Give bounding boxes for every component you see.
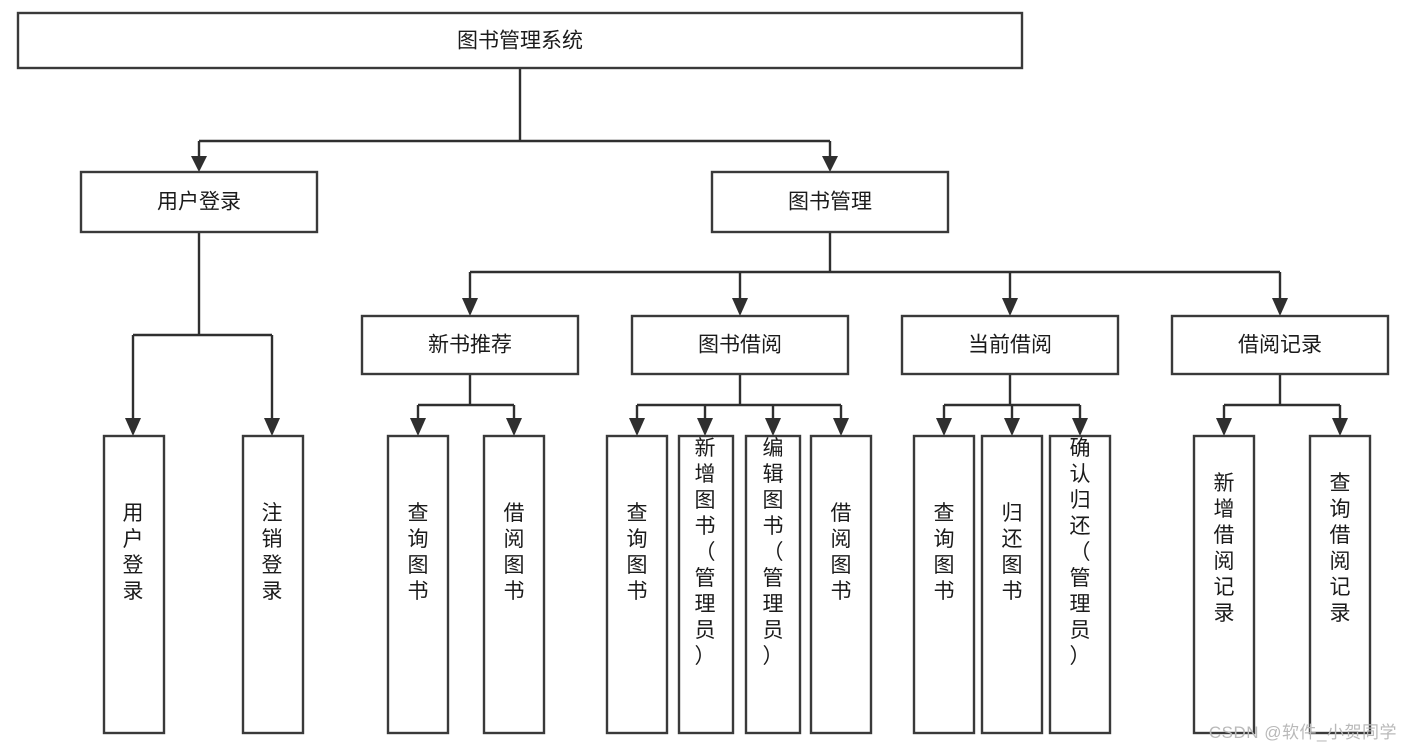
leaf-borrow-record-query-label: 查询借阅记录	[1330, 472, 1351, 625]
connector-book-borrow-to-leaves	[629, 374, 849, 436]
leaf-current-borrow-return[interactable]: 归还图书	[980, 434, 1044, 735]
leaf-current-borrow-query[interactable]: 查询图书	[912, 434, 976, 735]
node-book-borrow-label: 图书借阅	[698, 334, 782, 357]
leaf-borrow-record-query[interactable]: 查询借阅记录	[1308, 434, 1372, 735]
leaf-user-login-login[interactable]: 用户登录	[102, 434, 166, 735]
node-new-book-recommend[interactable]: 新书推荐	[360, 314, 580, 376]
leaf-book-borrow-query-label: 查询图书	[627, 502, 648, 603]
leaf-new-book-borrow[interactable]: 借阅图书	[482, 434, 546, 735]
leaf-user-login-logout-label: 注销登录	[262, 502, 283, 603]
node-current-borrow[interactable]: 当前借阅	[900, 314, 1120, 376]
node-book-borrow[interactable]: 图书借阅	[630, 314, 850, 376]
leaf-book-borrow-add[interactable]: 新增图书（管理员）	[677, 434, 735, 735]
leaf-new-book-query[interactable]: 查询图书	[386, 434, 450, 735]
leaf-current-borrow-return-label: 归还图书	[1002, 502, 1023, 603]
csdn-watermark: CSDN @软件_小贺同学	[1208, 723, 1397, 742]
leaf-new-book-query-label: 查询图书	[408, 502, 429, 603]
node-borrow-record[interactable]: 借阅记录	[1170, 314, 1390, 376]
leaf-current-borrow-query-label: 查询图书	[934, 502, 955, 603]
node-user-login-label: 用户登录	[157, 191, 241, 214]
leaf-book-borrow-borrow[interactable]: 借阅图书	[809, 434, 873, 735]
leaf-borrow-record-add[interactable]: 新增借阅记录	[1192, 434, 1256, 735]
connector-book-manage-to-level2	[462, 232, 1288, 316]
leaf-book-borrow-edit[interactable]: 编辑图书（管理员）	[744, 434, 802, 735]
node-new-book-recommend-label: 新书推荐	[428, 334, 512, 357]
connector-new-book-to-leaves	[410, 374, 522, 436]
node-root-label: 图书管理系统	[457, 30, 583, 53]
leaf-user-login-logout[interactable]: 注销登录	[241, 434, 305, 735]
node-user-login[interactable]: 用户登录	[79, 170, 319, 234]
node-current-borrow-label: 当前借阅	[968, 334, 1052, 357]
connector-root-to-level1	[191, 68, 838, 172]
leaf-current-borrow-confirm-label: 确认归还（管理员）	[1070, 437, 1091, 668]
leaf-book-borrow-query[interactable]: 查询图书	[605, 434, 669, 735]
node-book-management[interactable]: 图书管理	[710, 170, 950, 234]
leaf-book-borrow-edit-label: 编辑图书（管理员）	[763, 437, 784, 668]
leaf-book-borrow-borrow-label: 借阅图书	[831, 502, 852, 603]
node-book-management-label: 图书管理	[788, 191, 872, 214]
connector-current-borrow-to-leaves	[936, 374, 1088, 436]
node-borrow-record-label: 借阅记录	[1238, 334, 1322, 357]
leaf-current-borrow-confirm[interactable]: 确认归还（管理员）	[1048, 434, 1112, 735]
connector-user-login-to-leaves	[125, 232, 280, 436]
leaf-borrow-record-add-label: 新增借阅记录	[1214, 472, 1235, 625]
node-root-system[interactable]: 图书管理系统	[16, 11, 1024, 70]
leaf-new-book-borrow-label: 借阅图书	[504, 502, 525, 603]
leaf-book-borrow-add-label: 新增图书（管理员）	[695, 437, 716, 668]
connector-borrow-record-to-leaves	[1216, 374, 1348, 436]
leaf-user-login-login-label: 用户登录	[123, 502, 144, 603]
